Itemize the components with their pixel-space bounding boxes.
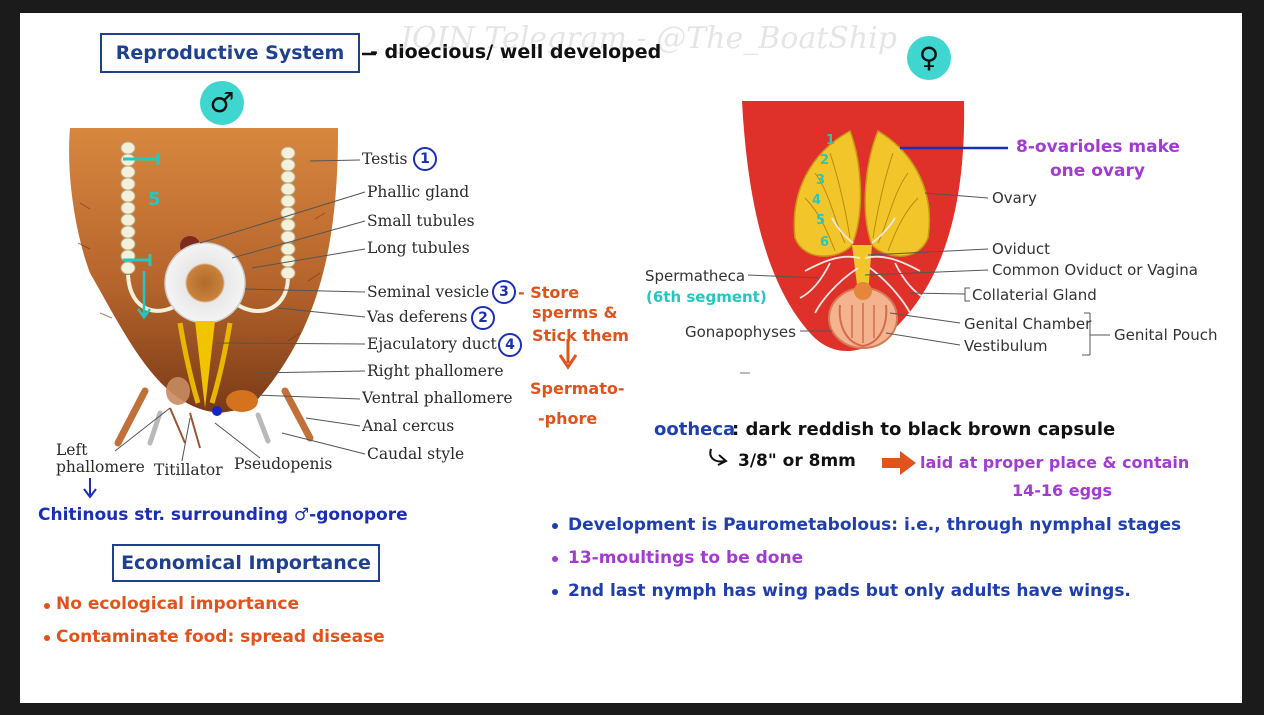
ootheca-desc: : dark reddish to black brown capsule bbox=[732, 419, 1116, 440]
ovariole-note-1: 8-ovarioles make bbox=[1016, 137, 1180, 157]
ootheca-term: ootheca bbox=[654, 419, 736, 440]
spermatophore-1: Spermato- bbox=[530, 379, 625, 398]
marker-2: 2 bbox=[471, 306, 495, 330]
marker-five: 5 bbox=[148, 189, 161, 210]
dev-bullet-2 bbox=[552, 556, 558, 562]
dev-bullet-1 bbox=[552, 523, 558, 529]
ovariole-note-2: one ovary bbox=[1050, 161, 1145, 181]
spermatophore-2: -phore bbox=[538, 409, 598, 428]
ootheca-eggs: 14-16 eggs bbox=[1012, 481, 1113, 500]
ovariole-number-3: 3 bbox=[816, 173, 826, 188]
label-caudal-style: Caudal style bbox=[367, 445, 465, 463]
label-vestibulum: Vestibulum bbox=[964, 337, 1048, 355]
label-seminal-vesicle: Seminal vesicle bbox=[367, 283, 490, 301]
economic-bullet-1 bbox=[44, 603, 50, 609]
diagram-artwork bbox=[69, 52, 1110, 499]
dev-bullet-3 bbox=[552, 589, 558, 595]
label-right-phallomere: Right phallomere bbox=[367, 362, 504, 380]
label-genital-pouch: Genital Pouch bbox=[1114, 326, 1218, 344]
dev-item-3: 2nd last nymph has wing pads but only ad… bbox=[568, 581, 1131, 601]
label-collaterial-gland: Collaterial Gland bbox=[972, 286, 1097, 304]
male-symbol: ♂ bbox=[200, 81, 244, 125]
ovariole-number-2: 2 bbox=[820, 153, 830, 168]
label-testis: Testis bbox=[362, 150, 408, 168]
label-left-phallomere-1: Left bbox=[56, 441, 88, 459]
economic-title: Economical Importance bbox=[121, 552, 371, 574]
label-spermatheca: Spermatheca bbox=[645, 267, 746, 285]
label-oviduct: Oviduct bbox=[992, 240, 1051, 258]
dev-item-2: 13-moultings to be done bbox=[568, 548, 804, 568]
label-common-oviduct: Common Oviduct or Vagina bbox=[992, 261, 1198, 279]
label-ejaculatory-duct: Ejaculatory duct bbox=[367, 335, 497, 353]
seminal-note-3: Stick them bbox=[532, 326, 629, 345]
label-left-phallomere-2: phallomere bbox=[56, 458, 145, 476]
label-genital-chamber: Genital Chamber bbox=[964, 315, 1092, 333]
page-title: Reproductive System bbox=[115, 42, 345, 64]
label-sixth-segment: (6th segment) bbox=[646, 288, 767, 306]
watermark: JOIN Telegram - @The_BoatShip bbox=[400, 21, 897, 56]
seminal-note-2: sperms & bbox=[532, 303, 618, 322]
male-abdomen-drawing bbox=[69, 52, 578, 499]
label-pseudopenis: Pseudopenis bbox=[234, 455, 333, 473]
notes-page: JOIN Telegram - @The_BoatShip bbox=[20, 13, 1242, 703]
label-vas-deferens: Vas deferens bbox=[367, 308, 468, 326]
label-ventral-phallomere: Ventral phallomere bbox=[362, 389, 513, 407]
economic-bullet-2 bbox=[44, 635, 50, 641]
label-long-tubules: Long tubules bbox=[367, 239, 470, 257]
marker-1: 1 bbox=[413, 147, 437, 171]
ootheca-laid: laid at proper place & contain bbox=[920, 453, 1190, 472]
label-anal-cercus: Anal cercus bbox=[362, 417, 455, 435]
ovariole-number-5: 5 bbox=[816, 213, 826, 228]
label-titillator: Titillator bbox=[154, 461, 223, 479]
economic-title-box: Economical Importance bbox=[112, 544, 380, 582]
economic-item-2: Contaminate food: spread disease bbox=[56, 627, 385, 647]
title-box: Reproductive System bbox=[100, 33, 360, 73]
marker-3: 3 bbox=[492, 280, 516, 304]
label-phallic-gland: Phallic gland bbox=[367, 183, 470, 201]
economic-item-1: No ecological importance bbox=[56, 594, 299, 614]
female-abdomen-drawing bbox=[709, 101, 1110, 475]
seminal-note-1: - Store bbox=[518, 283, 580, 302]
ootheca-size: 3/8" or 8mm bbox=[738, 451, 856, 471]
chitinous-note: Chitinous str. surrounding ♂-gonopore bbox=[38, 505, 408, 525]
label-ovary: Ovary bbox=[992, 189, 1037, 207]
title-note: - dioecious/ well developed bbox=[370, 41, 662, 63]
label-gonapophyses: Gonapophyses bbox=[685, 323, 796, 341]
female-symbol: ♀ bbox=[907, 36, 951, 80]
ovariole-number-1: 1 bbox=[826, 133, 836, 148]
dev-item-1: Development is Paurometabolous: i.e., th… bbox=[568, 515, 1182, 535]
ovariole-number-6: 6 bbox=[820, 235, 830, 250]
ovariole-number-4: 4 bbox=[812, 193, 822, 208]
marker-4: 4 bbox=[498, 333, 522, 357]
label-small-tubules: Small tubules bbox=[367, 212, 475, 230]
